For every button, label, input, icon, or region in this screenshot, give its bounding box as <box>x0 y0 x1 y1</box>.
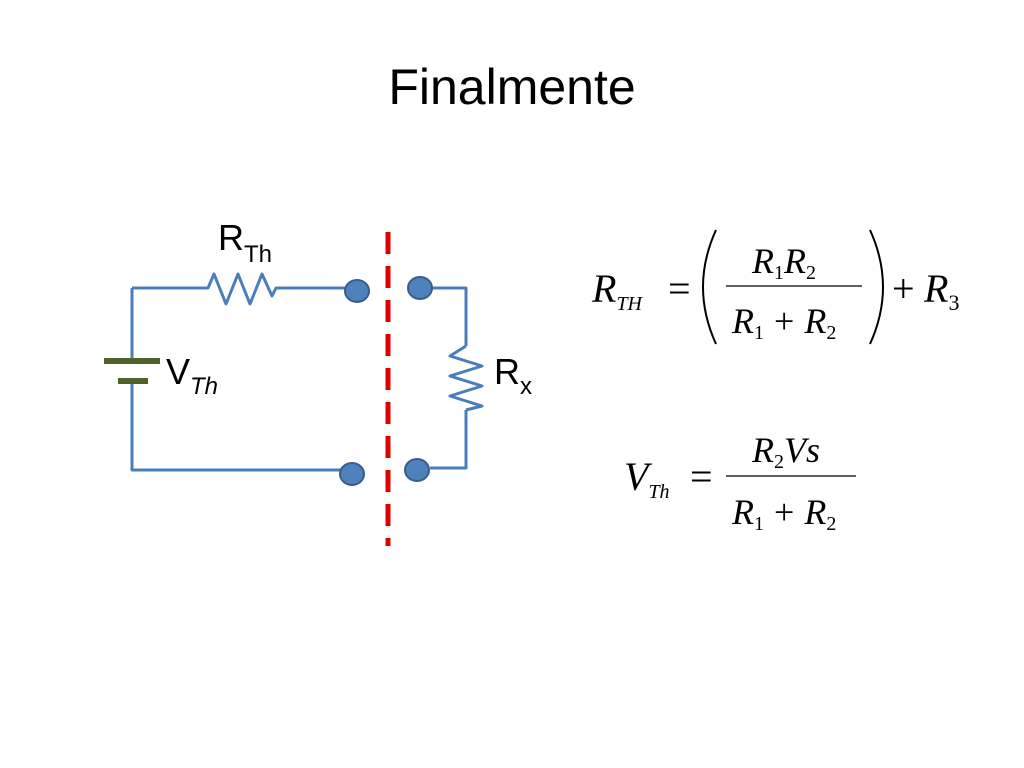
slide-title: Finalmente <box>388 59 636 115</box>
series-resistor-rth <box>198 272 346 306</box>
vth-label: VTh <box>166 351 218 400</box>
right-paren <box>869 229 884 345</box>
vth-equals: = <box>690 454 713 499</box>
left-wire-lower <box>130 384 346 472</box>
vth-numerator: R2Vs <box>751 430 820 473</box>
right-wire-top <box>430 286 468 346</box>
terminal-bottom-left <box>339 462 365 486</box>
rth-tail: R3 <box>923 266 959 315</box>
vth-denominator: R1+R2 <box>731 492 836 535</box>
terminal-top-right <box>407 276 433 300</box>
terminal-group <box>339 276 433 486</box>
rth-numerator: R1R2 <box>751 241 816 284</box>
vth-lhs: VTh <box>624 454 670 503</box>
left-paren <box>702 229 717 345</box>
load-resistor-rx <box>448 344 484 412</box>
battery-symbol <box>104 358 160 384</box>
rth-label: RTh <box>218 217 272 268</box>
rth-lhs: RTH <box>591 266 644 315</box>
equation-vth: VTh = R2Vs R1+R2 <box>624 430 856 535</box>
equation-rth: RTH = R1R2 R1+R2 + R3 <box>591 229 959 345</box>
rth-plus: + <box>892 266 915 311</box>
rth-denominator: R1+R2 <box>731 301 836 344</box>
wire-group <box>130 272 484 472</box>
terminal-top-left <box>344 279 370 303</box>
rth-equals: = <box>668 266 691 311</box>
rx-label: Rx <box>494 351 532 400</box>
terminal-bottom-right <box>404 458 430 482</box>
right-wire-bottom <box>430 410 468 470</box>
